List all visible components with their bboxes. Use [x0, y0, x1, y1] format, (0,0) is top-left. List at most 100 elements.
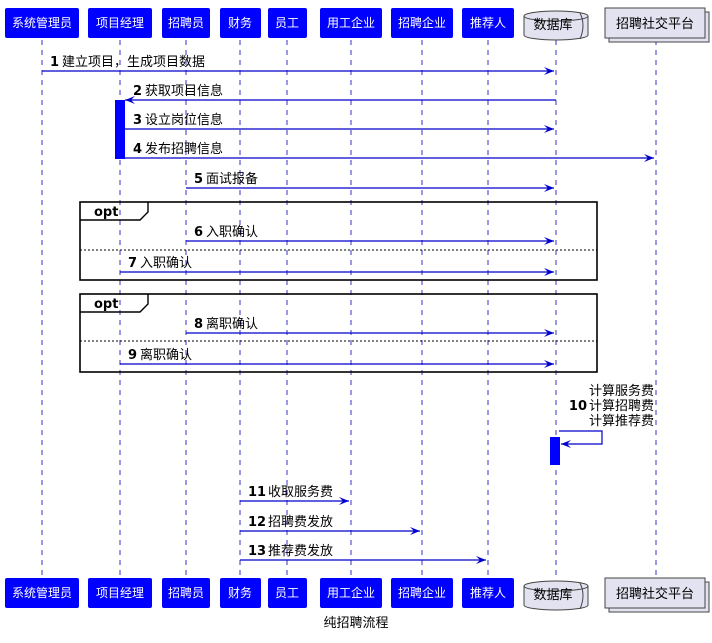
- arrow-head: [544, 360, 554, 368]
- participant-referrer-top: 推荐人: [462, 8, 514, 38]
- participant-box: [220, 8, 261, 38]
- message-number: 2: [133, 84, 142, 99]
- arrow-head: [410, 527, 420, 535]
- arrow-head: [476, 556, 486, 564]
- participant-box: [320, 578, 382, 608]
- collection-front: [604, 7, 706, 39]
- arrow-head: [544, 268, 554, 276]
- participant-agency-top: 招聘企业: [391, 8, 453, 38]
- participant-pm-top: 项目经理: [88, 8, 152, 38]
- message-label: 计算服务费: [589, 383, 654, 399]
- participant-heads: 系统管理员系统管理员项目经理项目经理招聘员招聘员财务财务员工员工用工企业用工企业…: [5, 7, 710, 613]
- database-edge: [579, 12, 584, 40]
- participant-box: [320, 8, 382, 38]
- message-label: 入职确认: [140, 256, 192, 271]
- participant-pm-bottom: 项目经理: [88, 578, 152, 608]
- fragment-frame: [79, 293, 598, 373]
- participant-box: [162, 578, 210, 608]
- arrow-head: [561, 440, 571, 448]
- message-label: 发布招聘信息: [145, 141, 223, 157]
- database-top: [523, 580, 589, 592]
- arrow-head: [544, 237, 554, 245]
- participant-box: [5, 8, 79, 38]
- participant-label: 项目经理: [96, 586, 144, 600]
- participant-label: 系统管理员: [12, 585, 72, 600]
- arrow-head: [544, 184, 554, 192]
- participant-sysadmin-top: 系统管理员: [5, 8, 79, 38]
- opt-fragment: opt: [79, 293, 598, 373]
- participant-finance-bottom: 财务: [220, 578, 261, 608]
- arrow-head: [644, 154, 654, 162]
- activation-bar: [550, 437, 560, 465]
- participant-label: 数据库: [533, 587, 572, 603]
- participant-box: [220, 578, 261, 608]
- fragment-keyword: opt: [94, 205, 118, 220]
- message-number: 12: [248, 515, 266, 530]
- arrow-head: [544, 329, 554, 337]
- message-number: 11: [248, 485, 266, 500]
- message-arrow: [559, 430, 603, 445]
- activation-bar: [115, 100, 125, 159]
- message-label: 面试报备: [206, 171, 258, 187]
- participant-label: 数据库: [533, 17, 572, 33]
- fragment-tab: [80, 202, 149, 221]
- message-label: 计算招聘费: [589, 399, 654, 414]
- participant-employee-bottom: 员工: [268, 578, 307, 608]
- message-number: 1: [50, 55, 59, 70]
- message-number: 9: [128, 348, 137, 363]
- message-number: 5: [194, 172, 203, 187]
- participant-label: 用工企业: [327, 15, 375, 30]
- message-label: 获取项目信息: [145, 83, 223, 99]
- participant-label: 招聘企业: [398, 15, 446, 30]
- message-label: 收取服务费: [268, 484, 333, 500]
- participant-box: [88, 578, 152, 608]
- fragments: opt opt: [79, 201, 598, 373]
- participant-label: 招聘员: [168, 586, 204, 600]
- message-label: 入职确认: [206, 225, 258, 240]
- fragment-keyword: opt: [94, 297, 118, 312]
- participant-label: 财务: [228, 15, 252, 30]
- message-label: 离职确认: [206, 316, 258, 332]
- arrow-head: [125, 96, 135, 104]
- participant-label: 招聘社交平台: [616, 586, 694, 602]
- message-number: 13: [248, 544, 266, 559]
- message-number: 7: [128, 256, 137, 271]
- participant-label: 招聘社交平台: [616, 16, 694, 32]
- message-number: 4: [133, 142, 142, 157]
- activations: [115, 100, 560, 465]
- message-label: 建立项目，生成项目数据: [62, 55, 205, 70]
- participant-employer-top: 用工企业: [320, 8, 382, 38]
- participant-label: 员工: [275, 16, 299, 30]
- participant-platform-bottom: 招聘社交平台: [604, 577, 710, 613]
- participant-employer-bottom: 用工企业: [320, 578, 382, 608]
- message-number: 3: [133, 113, 142, 128]
- message-number: 8: [194, 317, 203, 332]
- participant-label: 项目经理: [96, 16, 144, 30]
- participant-label: 推荐人: [470, 16, 506, 30]
- opt-fragment: opt: [79, 201, 598, 281]
- participant-box: [5, 578, 79, 608]
- participant-box: [391, 578, 453, 608]
- participant-referrer-bottom: 推荐人: [462, 578, 514, 608]
- arrow-head: [544, 67, 554, 75]
- participant-recruiter-bottom: 招聘员: [162, 578, 210, 608]
- message-label: 离职确认: [140, 347, 192, 363]
- collection-front: [604, 577, 706, 609]
- participant-box: [268, 8, 307, 38]
- participant-sysadmin-bottom: 系统管理员: [5, 578, 79, 608]
- participant-label: 财务: [228, 585, 252, 600]
- participant-db-bottom: 数据库: [523, 580, 589, 611]
